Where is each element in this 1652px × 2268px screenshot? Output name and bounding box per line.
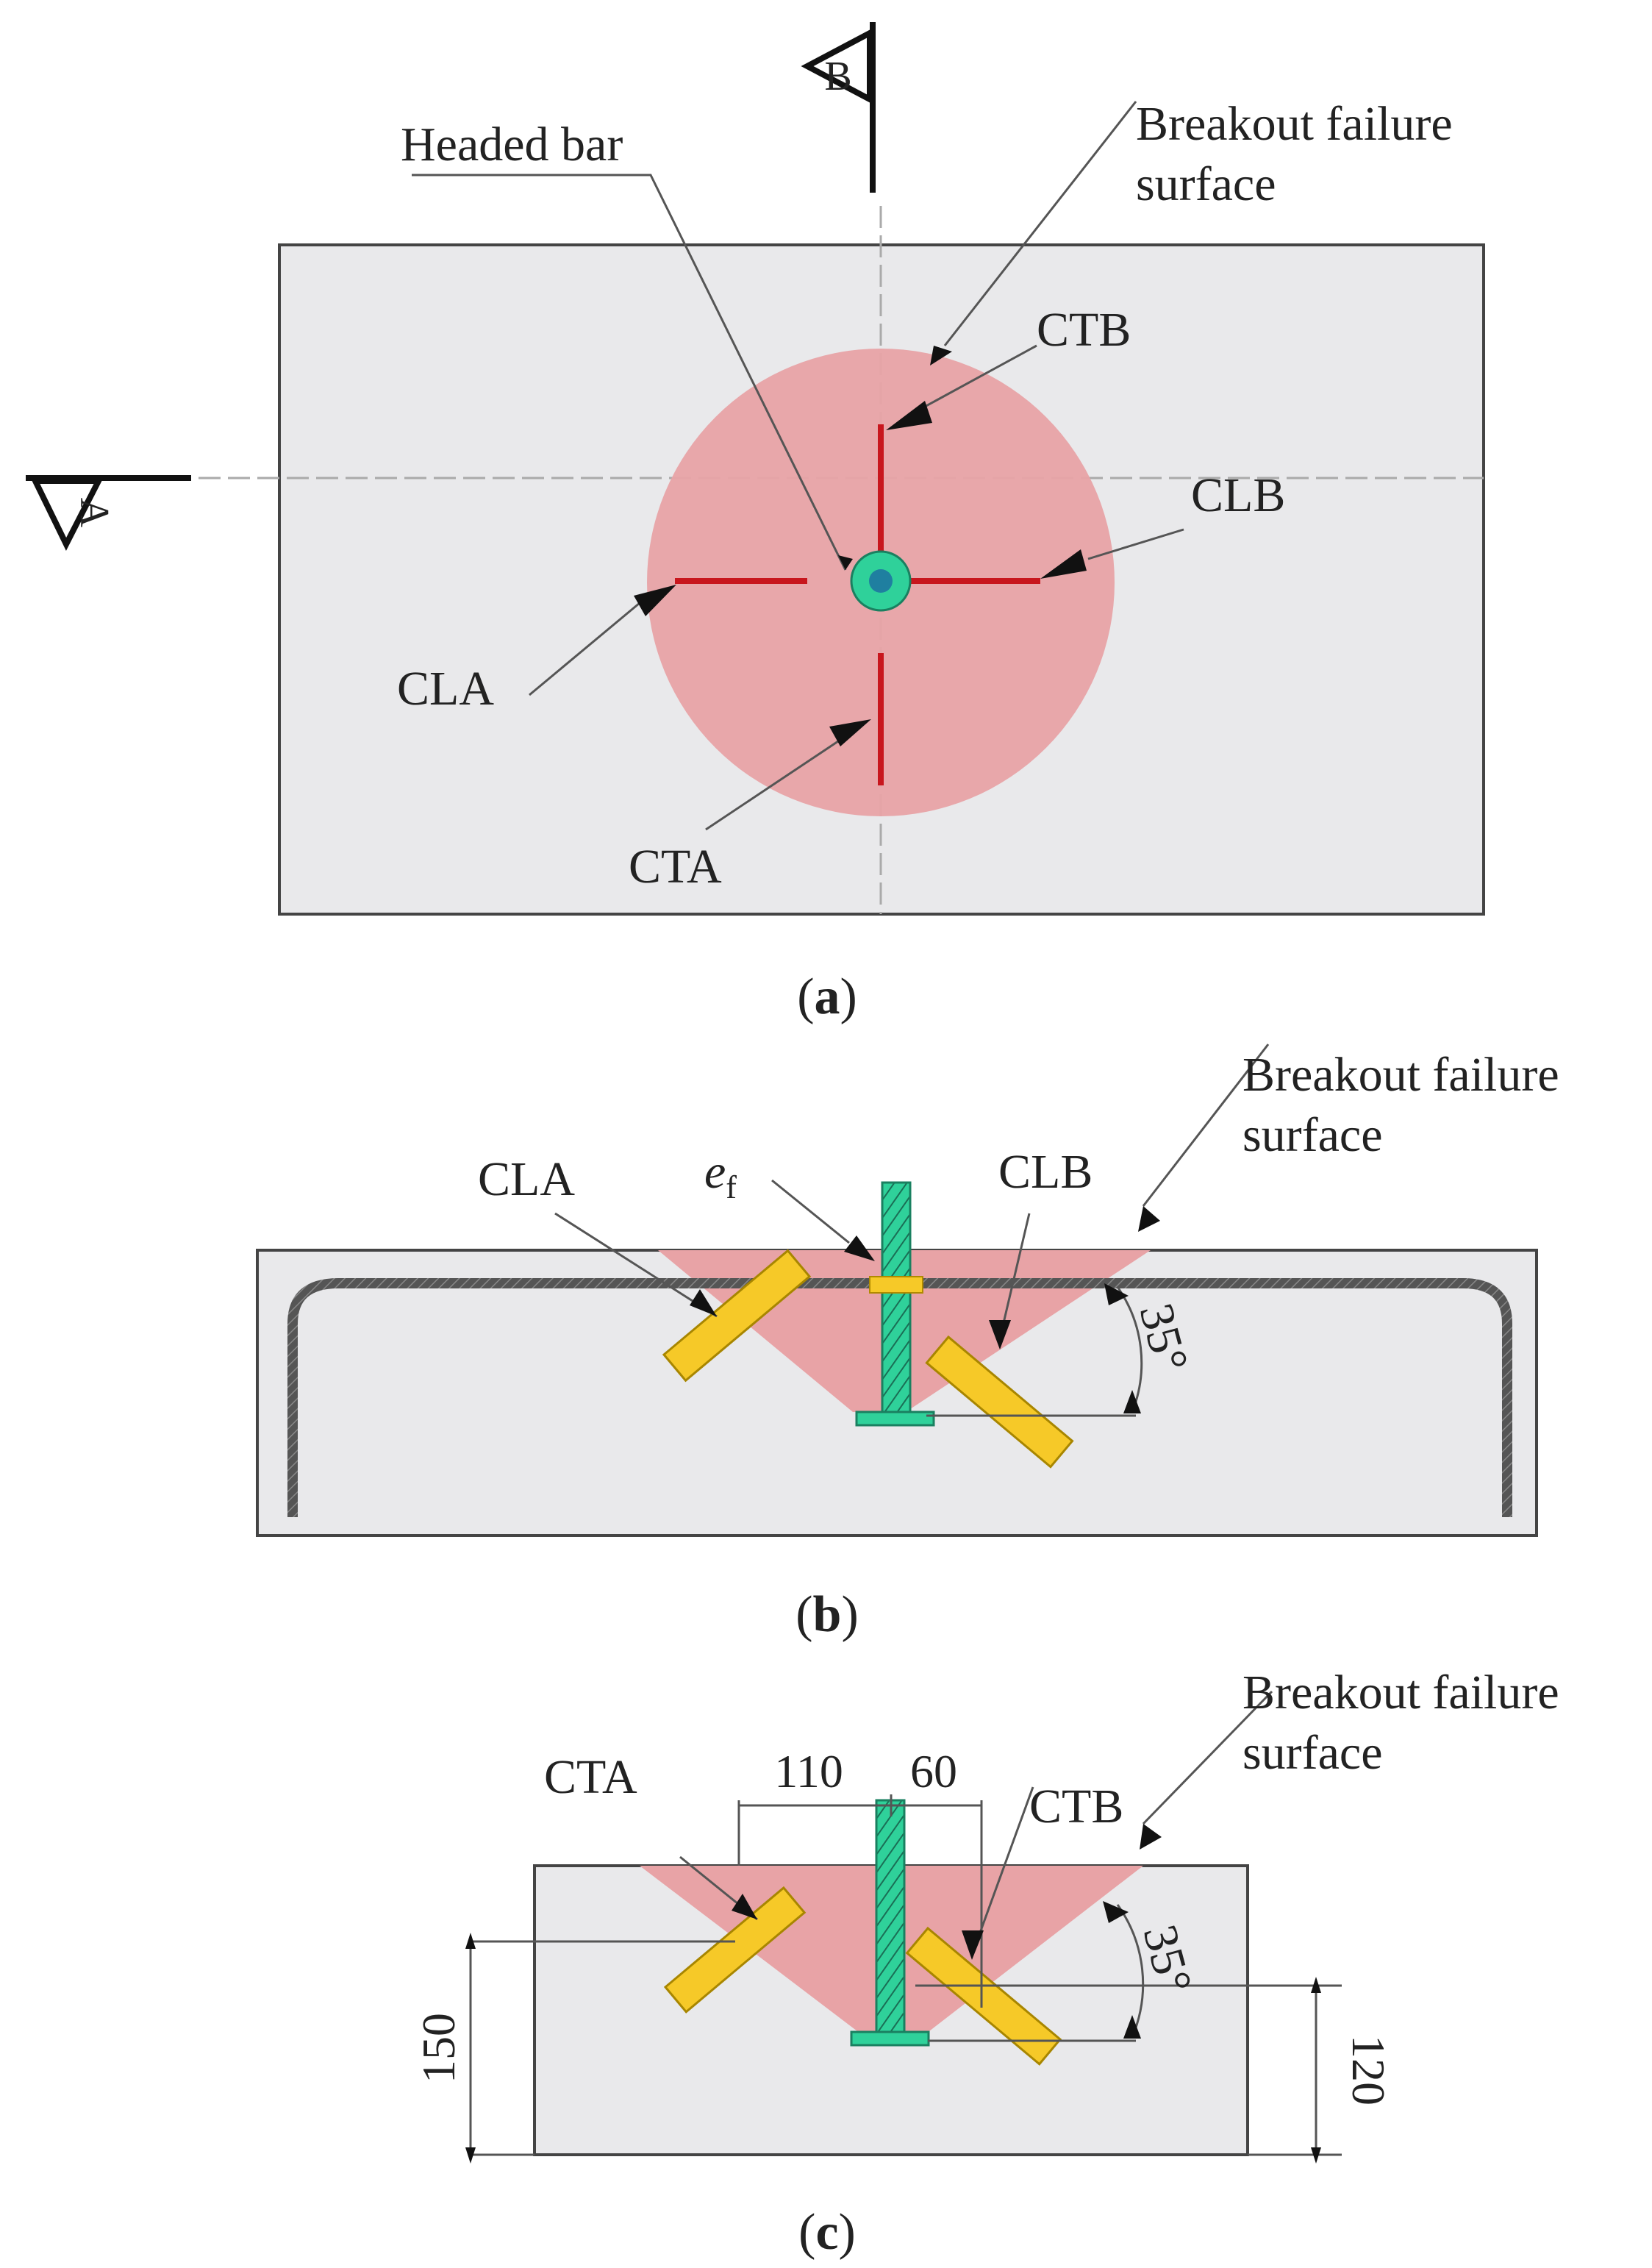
- leaders-a: [412, 101, 1184, 831]
- label-clb: CLB: [1191, 468, 1285, 522]
- headed-bar-shank-b: [881, 1181, 912, 1416]
- label-breakout-b-line2: surface: [1242, 1108, 1383, 1162]
- label-cta: CTA: [629, 840, 722, 894]
- gauge-cla: [662, 1249, 812, 1383]
- label-clb-b: CLB: [998, 1145, 1093, 1199]
- dim-120: 120: [1342, 2035, 1395, 2105]
- gauge-cta: [663, 1886, 807, 2014]
- panel-b: 35° Breakout failure surface CLA CLB ef …: [256, 1044, 1559, 1643]
- caption-a: (a): [797, 969, 857, 1025]
- headed-bar-head-b: [855, 1411, 935, 1427]
- caption-b: (b): [795, 1586, 859, 1643]
- label-ctb: CTB: [1037, 303, 1131, 357]
- panel-c: 110 60 150 120 35° Breakout failure surf…: [412, 1666, 1559, 2261]
- section-b-arrow: [801, 28, 873, 104]
- label-breakout-line2: surface: [1136, 157, 1276, 211]
- leaders-b: [554, 1044, 1270, 1339]
- label-cla-b: CLA: [478, 1152, 575, 1206]
- label-cta-c: CTA: [544, 1750, 637, 1804]
- gauge-ctb: [905, 1926, 1062, 2066]
- section-a-arrow: [30, 478, 104, 551]
- section-b-letter: B: [824, 54, 851, 99]
- dims-c: [469, 1690, 1342, 2156]
- arrowheads-c: [465, 1824, 1321, 2164]
- dim-60: 60: [910, 1745, 957, 1797]
- headed-bar-shank: [869, 569, 893, 593]
- crack-lines: [675, 424, 1040, 785]
- label-ctb-c: CTB: [1029, 1780, 1123, 1833]
- arrowheads-a: [634, 346, 1087, 746]
- headed-bar-shank-c: [875, 1799, 906, 2037]
- arrowheads-b: [690, 1206, 1160, 1349]
- label-breakout-c-line2: surface: [1242, 1726, 1383, 1780]
- headed-bar-head-c: [850, 2030, 930, 2047]
- dim-110: 110: [774, 1745, 843, 1797]
- label-headed-bar: Headed bar: [401, 118, 623, 171]
- label-breakout-line1: Breakout failure: [1136, 97, 1453, 151]
- gauge-ef: [869, 1276, 923, 1294]
- label-breakout-b-line1: Breakout failure: [1242, 1048, 1559, 1102]
- label-ef: ef: [704, 1145, 737, 1205]
- caption-c: (c): [798, 2204, 856, 2261]
- label-breakout-c-line1: Breakout failure: [1242, 1666, 1559, 1719]
- panel-a: B A Headed bar Breakout failure surface …: [26, 22, 1485, 1025]
- label-cla: CLA: [397, 662, 494, 716]
- dim-150: 150: [412, 2013, 465, 2083]
- section-a-letter: A: [71, 498, 117, 528]
